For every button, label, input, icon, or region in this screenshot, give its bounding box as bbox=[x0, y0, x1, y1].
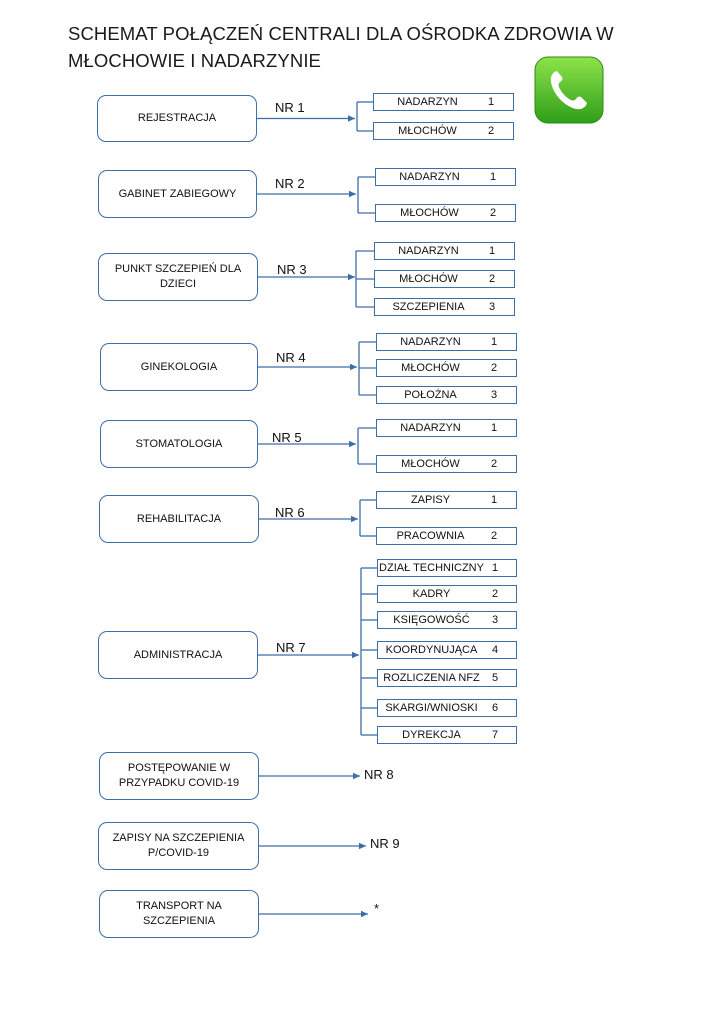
option-number: 2 bbox=[488, 273, 496, 285]
option-box: MŁOCHÓW 2 bbox=[376, 359, 517, 377]
option-number: 2 bbox=[490, 530, 498, 542]
department-label: PUNKT SZCZEPIEŃ DLA DZIECI bbox=[114, 263, 242, 290]
option-box: KOORDYNUJĄCA 4 bbox=[377, 641, 517, 659]
title-line-2: MŁOCHOWIE I NADARZYNIE bbox=[68, 50, 321, 71]
option-box: SZCZEPIENIA 3 bbox=[374, 298, 515, 316]
department-label: GABINET ZABIEGOWY bbox=[118, 187, 237, 200]
extension-number: NR 2 bbox=[275, 176, 305, 191]
department-label: REHABILITACJA bbox=[136, 512, 222, 525]
option-box: SKARGI/WNIOSKI 6 bbox=[377, 699, 517, 717]
extension-number: NR 5 bbox=[272, 430, 302, 445]
department-box: STOMATOLOGIA bbox=[100, 420, 258, 468]
option-number: 3 bbox=[490, 389, 498, 401]
option-number: 3 bbox=[491, 614, 499, 626]
option-number: 1 bbox=[490, 494, 498, 506]
option-number: 2 bbox=[490, 362, 498, 374]
option-box: DYREKCJA 7 bbox=[377, 726, 517, 744]
option-label: SZCZEPIENIA bbox=[392, 301, 465, 313]
option-box: ROZLICZENIA NFZ 5 bbox=[377, 669, 517, 687]
option-label: KSIĘGOWOŚĆ bbox=[393, 614, 470, 626]
option-number: 1 bbox=[491, 562, 499, 574]
department-box: REJESTRACJA bbox=[97, 95, 257, 142]
department-box: POSTĘPOWANIE W PRZYPADKU COVID-19 bbox=[99, 752, 259, 800]
department-label: ZAPISY NA SZCZEPIENIA P/COVID-19 bbox=[112, 832, 245, 859]
option-label: POŁOŻNA bbox=[404, 389, 457, 401]
option-number: 4 bbox=[491, 644, 499, 656]
extension-number: NR 1 bbox=[275, 100, 305, 115]
department-label: TRANSPORT NA SZCZEPIENIA bbox=[136, 900, 222, 927]
department-box: GINEKOLOGIA bbox=[100, 343, 258, 391]
option-box: KADRY 2 bbox=[377, 585, 517, 603]
extension-number: NR 3 bbox=[277, 262, 307, 277]
option-label: MŁOCHÓW bbox=[398, 125, 457, 137]
option-number: 3 bbox=[488, 301, 496, 313]
department-label: POSTĘPOWANIE W PRZYPADKU COVID-19 bbox=[118, 762, 240, 789]
option-box: NADARZYN 1 bbox=[375, 168, 516, 186]
department-box: PUNKT SZCZEPIEŃ DLA DZIECI bbox=[98, 253, 258, 301]
option-label: NADARZYN bbox=[397, 96, 458, 108]
option-number: 1 bbox=[488, 245, 496, 257]
extension-number: NR 6 bbox=[275, 505, 305, 520]
option-number: 2 bbox=[491, 588, 499, 600]
option-box: KSIĘGOWOŚĆ 3 bbox=[377, 611, 517, 629]
option-box: MŁOCHÓW 2 bbox=[373, 122, 514, 140]
option-label: MŁOCHÓW bbox=[401, 362, 460, 374]
option-box: MŁOCHÓW 2 bbox=[376, 455, 517, 473]
option-label: NADARZYN bbox=[398, 245, 459, 257]
option-box: NADARZYN 1 bbox=[376, 419, 517, 437]
option-number: 1 bbox=[490, 336, 498, 348]
extension-number: NR 9 bbox=[370, 836, 400, 851]
department-box: REHABILITACJA bbox=[99, 495, 259, 543]
department-label: REJESTRACJA bbox=[137, 112, 217, 124]
option-box: MŁOCHÓW 2 bbox=[375, 204, 516, 222]
option-number: 1 bbox=[489, 171, 497, 183]
option-label: NADARZYN bbox=[400, 336, 461, 348]
option-number: 1 bbox=[487, 96, 495, 108]
option-number: 6 bbox=[491, 702, 499, 714]
option-label: SKARGI/WNIOSKI bbox=[385, 702, 478, 714]
option-label: MŁOCHÓW bbox=[399, 273, 458, 285]
extension-number: NR 4 bbox=[276, 350, 306, 365]
option-box: POŁOŻNA 3 bbox=[376, 386, 517, 404]
extension-number: NR 8 bbox=[364, 767, 394, 782]
option-number: 2 bbox=[487, 125, 495, 137]
option-label: NADARZYN bbox=[399, 171, 460, 183]
option-box: PRACOWNIA 2 bbox=[376, 527, 517, 545]
department-label: ADMINISTRACJA bbox=[133, 648, 223, 661]
option-label: PRACOWNIA bbox=[396, 530, 465, 542]
extension-number: * bbox=[374, 901, 380, 916]
option-label: ROZLICZENIA NFZ bbox=[383, 672, 480, 684]
department-box: ZAPISY NA SZCZEPIENIA P/COVID-19 bbox=[98, 822, 259, 870]
extension-number: NR 7 bbox=[276, 640, 306, 655]
option-box: ZAPISY 1 bbox=[376, 491, 517, 509]
option-label: KADRY bbox=[412, 588, 451, 600]
option-box: NADARZYN 1 bbox=[374, 242, 515, 260]
option-label: DZIAŁ TECHNICZNY bbox=[379, 562, 484, 574]
option-number: 1 bbox=[490, 422, 498, 434]
department-box: TRANSPORT NA SZCZEPIENIA bbox=[99, 890, 259, 938]
option-box: NADARZYN 1 bbox=[376, 333, 517, 351]
option-label: MŁOCHÓW bbox=[401, 458, 460, 470]
department-label: STOMATOLOGIA bbox=[135, 437, 223, 450]
option-label: NADARZYN bbox=[400, 422, 461, 434]
diagram-title: SCHEMAT POŁĄCZEŃ CENTRALI DLA OŚRODKA ZD… bbox=[68, 20, 614, 74]
option-box: NADARZYN 1 bbox=[373, 93, 514, 111]
department-label: GINEKOLOGIA bbox=[140, 360, 218, 373]
option-label: ZAPISY bbox=[410, 494, 451, 506]
option-label: KOORDYNUJĄCA bbox=[385, 644, 478, 656]
department-box: GABINET ZABIEGOWY bbox=[98, 170, 257, 218]
phone-icon bbox=[534, 56, 604, 124]
option-box: MŁOCHÓW 2 bbox=[374, 270, 515, 288]
option-number: 2 bbox=[489, 207, 497, 219]
option-number: 2 bbox=[490, 458, 498, 470]
option-label: MŁOCHÓW bbox=[400, 207, 459, 219]
option-number: 5 bbox=[491, 672, 499, 684]
department-box: ADMINISTRACJA bbox=[98, 631, 258, 679]
option-number: 7 bbox=[491, 729, 499, 741]
title-line-1: SCHEMAT POŁĄCZEŃ CENTRALI DLA OŚRODKA ZD… bbox=[68, 23, 614, 44]
option-label: DYREKCJA bbox=[402, 729, 461, 741]
option-box: DZIAŁ TECHNICZNY 1 bbox=[377, 559, 517, 577]
